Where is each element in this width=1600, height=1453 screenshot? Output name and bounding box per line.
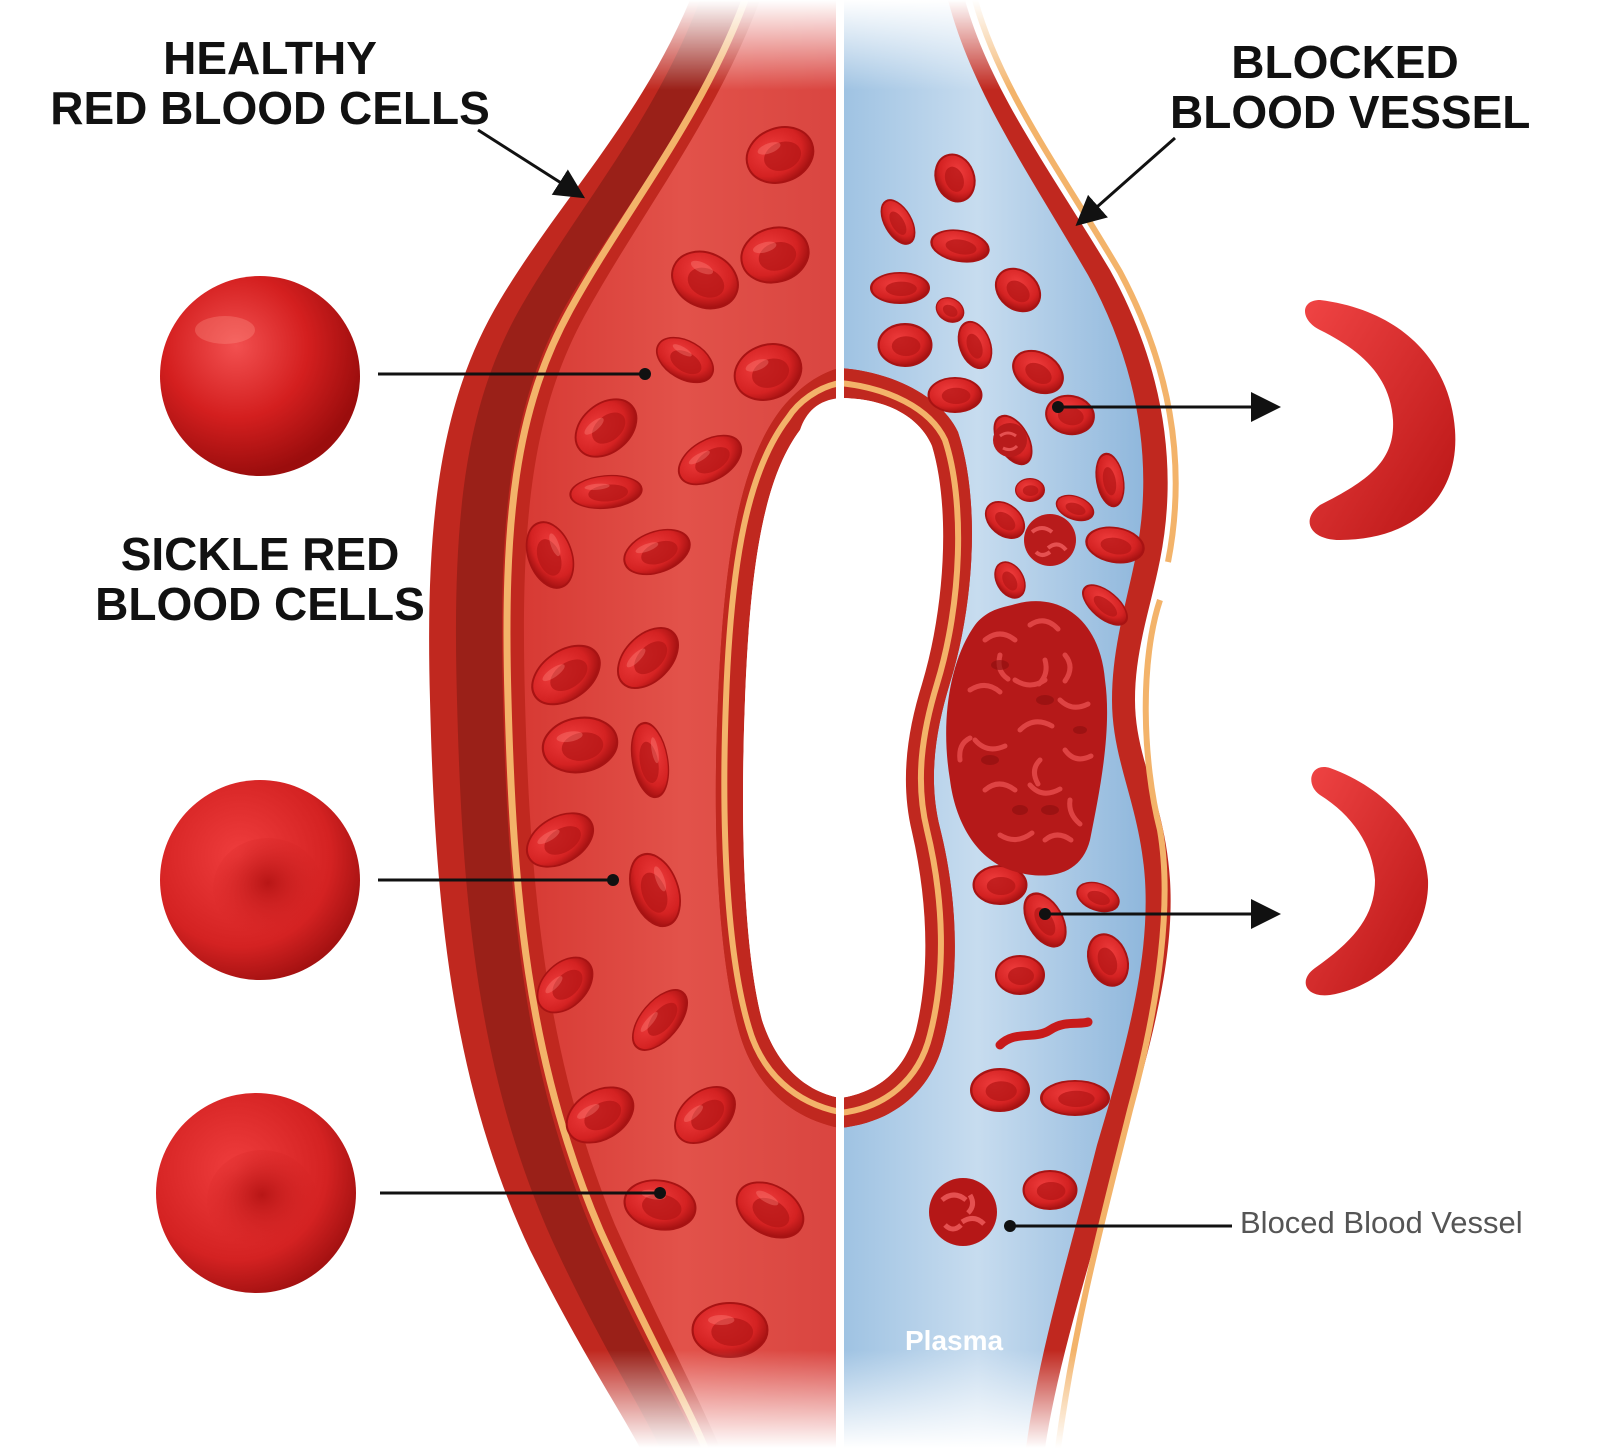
sickle-label-line-1: SICKLE RED [120, 528, 400, 580]
blocked-label-line-1: BLOCKED [1231, 36, 1459, 88]
blocked-lumen-cells [870, 147, 1148, 1211]
pointer-lines [378, 128, 1281, 1228]
sickle-cell-lower [1305, 767, 1429, 996]
top-fade [400, 0, 1220, 90]
plasma-label: Plasma [905, 1325, 1004, 1356]
sickle-rbc-label: SICKLE RED BLOOD CELLS [70, 528, 450, 630]
healthy-label-line-1: HEALTHY [163, 32, 377, 84]
healthy-cell-sphere [160, 276, 360, 476]
sickle-cell-upper [1305, 300, 1456, 540]
bloced-vessel-callout: Bloced Blood Vessel [1240, 1205, 1523, 1240]
sickle-label-cell-1 [160, 780, 360, 980]
healthy-rbc-label: HEALTHY RED BLOOD CELLS [40, 32, 500, 134]
sickle-label-line-2: BLOOD CELLS [95, 577, 425, 630]
blocked-vessel-label: BLOCKED BLOOD VESSEL [1170, 36, 1531, 138]
healthy-label-line-2: RED BLOOD CELLS [50, 81, 490, 134]
blockage-cluster [946, 601, 1108, 876]
sickle-label-cell-2 [156, 1093, 356, 1293]
clumped-cells [929, 423, 1076, 1246]
blocked-label-line-2: BLOOD VESSEL [1170, 85, 1531, 138]
center-divider [836, 0, 844, 1448]
bottom-fade [400, 1350, 1220, 1448]
